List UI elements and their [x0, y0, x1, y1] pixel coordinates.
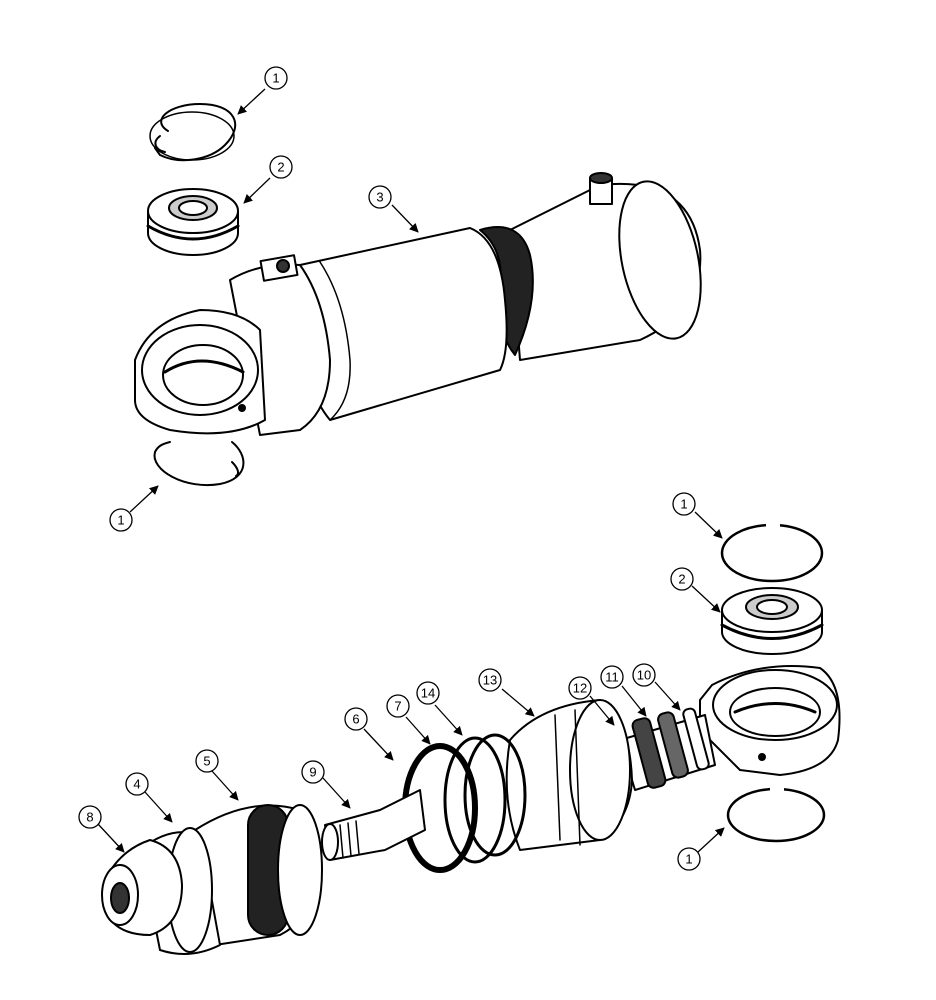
leader-line-2-top	[243, 177, 271, 204]
callout-label: 9	[309, 765, 316, 780]
callout-label: 2	[678, 572, 685, 587]
callout-label: 4	[133, 777, 140, 792]
leader-line-1-eye	[129, 485, 159, 513]
leader-line-9	[322, 777, 351, 809]
callout-circle	[269, 155, 293, 179]
leader-line-5	[211, 770, 239, 801]
wear-rings	[443, 733, 527, 864]
callout-circle	[600, 665, 624, 689]
callout-c12: 12	[568, 676, 592, 700]
piston	[194, 804, 323, 946]
leader-line-4	[144, 791, 173, 823]
callout-label: 10	[637, 668, 651, 683]
callout-circle	[386, 694, 410, 718]
callout-c1c: 1	[672, 492, 696, 516]
callout-label: 7	[394, 699, 401, 714]
snap-ring-right-top	[720, 522, 824, 583]
callout-label: 8	[86, 810, 93, 825]
callout-label: 13	[483, 673, 497, 688]
callout-c2b: 2	[670, 567, 694, 591]
snap-ring-right-bottom	[726, 786, 826, 843]
snap-ring-upper-eye	[153, 441, 245, 487]
callout-label: 14	[421, 686, 435, 701]
callout-c8: 8	[78, 805, 102, 829]
callout-circle	[368, 185, 392, 209]
lock-nut	[101, 839, 183, 936]
bushing-right	[720, 587, 824, 655]
leader-line-1-right-bottom	[697, 827, 725, 853]
callout-circle	[264, 66, 288, 90]
callout-circle	[478, 668, 502, 692]
callout-label: 2	[277, 160, 284, 175]
callout-circle	[568, 676, 592, 700]
callout-label: 1	[680, 497, 687, 512]
callout-c11: 11	[600, 665, 624, 689]
callout-circle	[344, 707, 368, 731]
callout-circle	[670, 567, 694, 591]
callout-circle	[109, 508, 133, 532]
callout-circle	[301, 760, 325, 784]
callout-circle	[672, 492, 696, 516]
callout-label: 11	[605, 670, 619, 685]
leader-line-12	[589, 695, 615, 726]
leader-line-1-top	[237, 88, 266, 115]
callout-circle	[632, 663, 656, 687]
callout-c1a: 1	[264, 66, 288, 90]
leader-line-6	[363, 728, 394, 761]
callout-c10: 10	[632, 663, 656, 687]
callout-circle	[677, 847, 701, 871]
leader-line-3	[391, 204, 419, 233]
rod-seals	[619, 707, 716, 791]
callout-label: 3	[376, 190, 383, 205]
callout-label: 6	[352, 712, 359, 727]
rod-head	[505, 699, 633, 851]
leader-line-10	[654, 681, 681, 711]
leader-line-8	[97, 823, 125, 853]
leader-line-1-right-top	[694, 511, 723, 539]
snap-ring-top	[149, 103, 237, 162]
leader-line-13	[501, 688, 535, 717]
rod-eye	[699, 665, 841, 776]
callout-c2a: 2	[269, 155, 293, 179]
callout-label: 1	[117, 513, 124, 528]
leader-line-14	[434, 704, 463, 736]
callout-c6: 6	[344, 707, 368, 731]
callout-circle	[416, 681, 440, 705]
callout-c5: 5	[195, 749, 219, 773]
callout-c4: 4	[125, 772, 149, 796]
callout-circle	[78, 805, 102, 829]
callout-c1b: 1	[109, 508, 133, 532]
callout-c3: 3	[368, 185, 392, 209]
callout-label: 1	[685, 852, 692, 867]
cylinder-barrel	[134, 172, 702, 436]
leader-line-7	[405, 716, 431, 745]
leader-line-11	[621, 685, 647, 717]
callout-c13: 13	[478, 668, 502, 692]
bushing-top	[146, 188, 240, 256]
callout-label: 5	[203, 754, 210, 769]
callout-c9: 9	[301, 760, 325, 784]
callout-c7: 7	[386, 694, 410, 718]
callout-label: 12	[573, 681, 587, 696]
callout-c1d: 1	[677, 847, 701, 871]
callout-circle	[195, 749, 219, 773]
callout-c14: 14	[416, 681, 440, 705]
piston-stud	[321, 789, 426, 861]
callout-circle	[125, 772, 149, 796]
callout-label: 1	[272, 71, 279, 86]
leader-line-2-right	[691, 585, 721, 613]
